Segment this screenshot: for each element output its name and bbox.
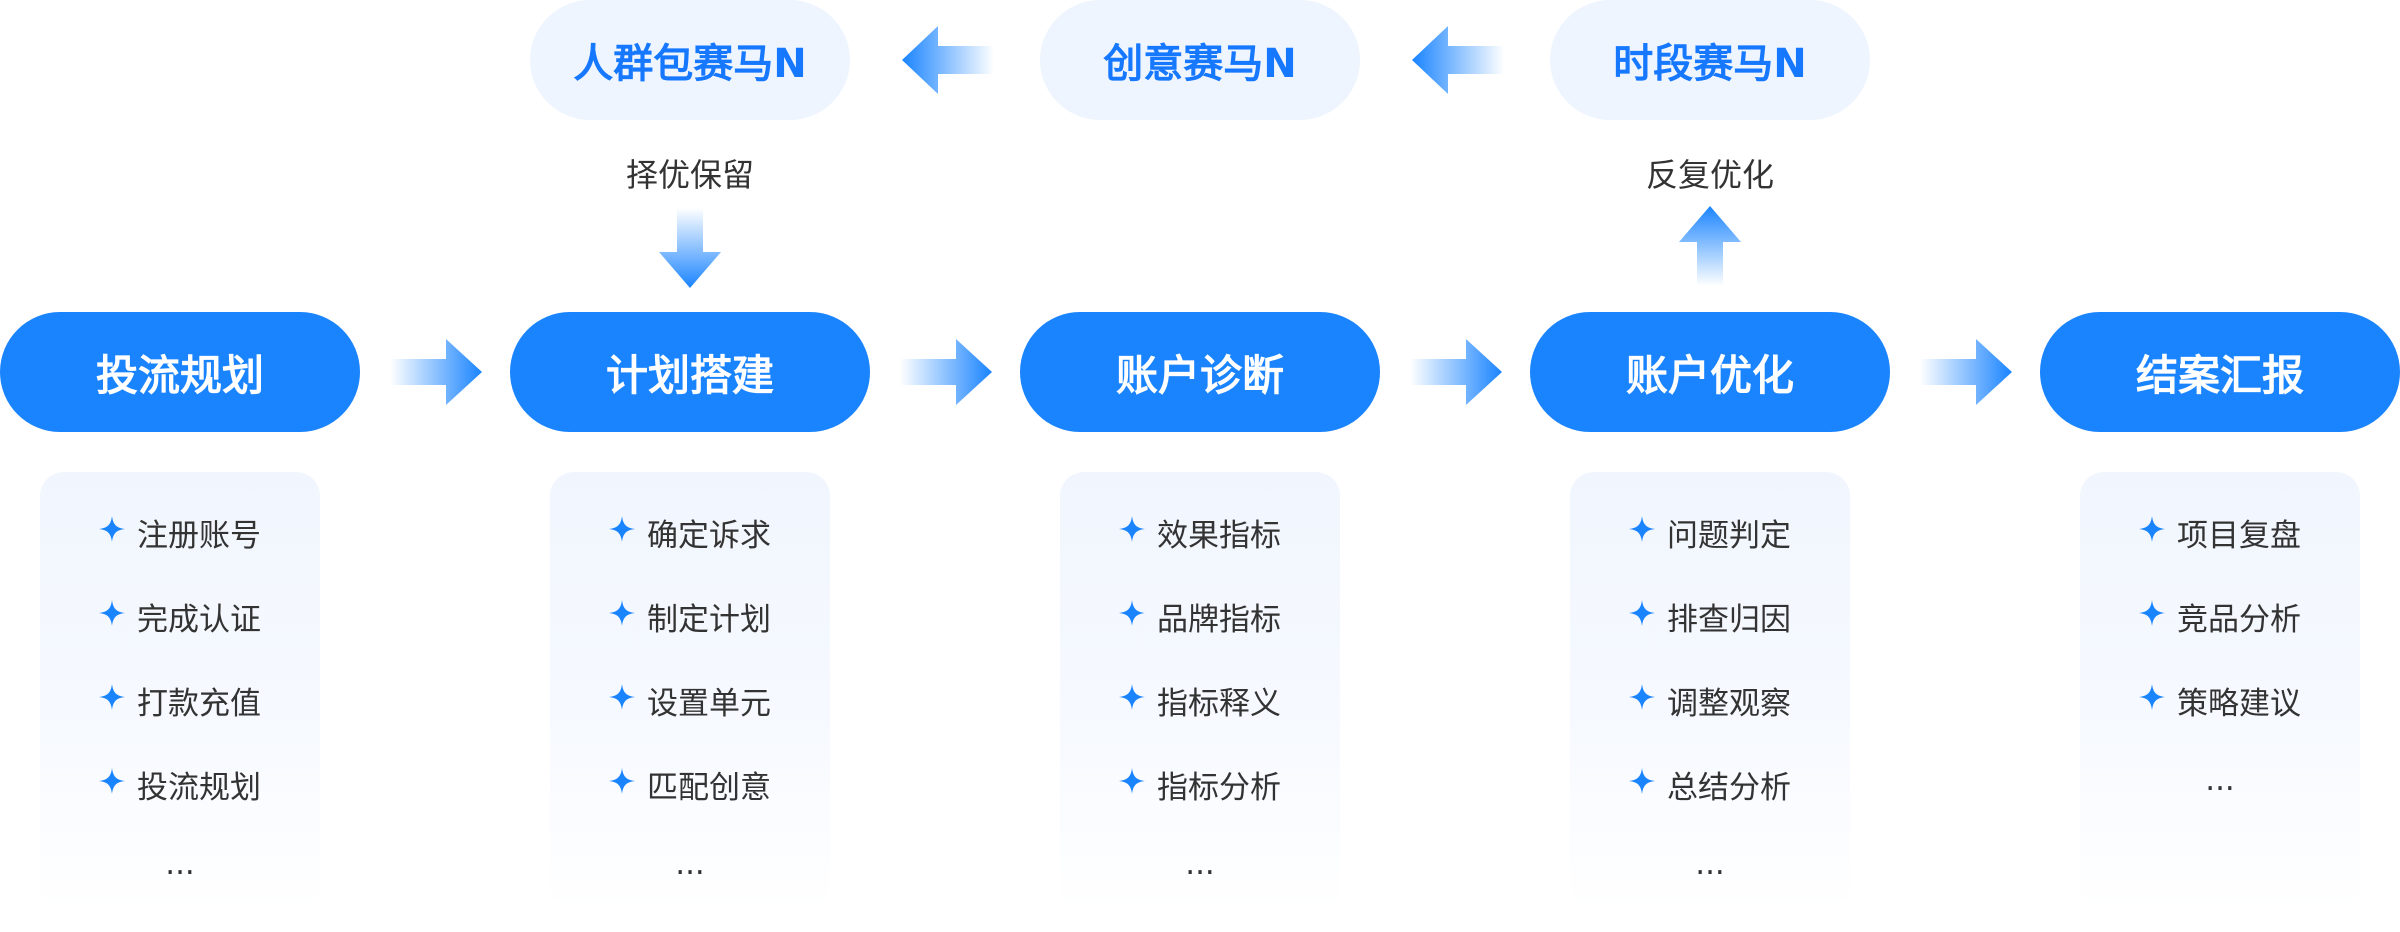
list-item: 竞品分析 <box>2080 594 2360 678</box>
list-item: 注册账号 <box>40 510 320 594</box>
list-item: 排查归因 <box>1570 594 1850 678</box>
stage-pill-account-diagnosis: 账户诊断 <box>1020 312 1380 432</box>
list-item: 确定诉求 <box>550 510 830 594</box>
task-card-account-optimization: 问题判定 排查归因 调整观察 总结分析 ... <box>1570 472 1850 912</box>
list-item: 调整观察 <box>1570 678 1850 762</box>
task-item-label: 制定计划 <box>647 602 771 638</box>
more-ellipsis: ... <box>675 846 705 882</box>
star-bullet-icon <box>609 516 635 542</box>
star-bullet-icon <box>609 768 635 794</box>
star-bullet-icon <box>99 684 125 710</box>
more-ellipsis: ... <box>1185 846 1215 882</box>
star-bullet-icon <box>99 600 125 626</box>
list-item: 项目复盘 <box>2080 510 2360 594</box>
star-bullet-icon <box>99 768 125 794</box>
arrow-up-icon <box>1679 206 1741 286</box>
task-list: 确定诉求 制定计划 设置单元 匹配创意 <box>550 472 830 846</box>
repeat-optimize-label: 反复优化 <box>1645 156 1774 194</box>
list-item: 指标分析 <box>1060 762 1340 846</box>
task-list: 效果指标 品牌指标 指标释义 指标分析 <box>1060 472 1340 846</box>
list-item: 制定计划 <box>550 594 830 678</box>
list-item: 打款充值 <box>40 678 320 762</box>
star-bullet-icon <box>1119 600 1145 626</box>
list-item: 指标释义 <box>1060 678 1340 762</box>
list-item: 设置单元 <box>550 678 830 762</box>
task-item-label: 品牌指标 <box>1157 602 1281 638</box>
task-item-label: 项目复盘 <box>2177 518 2301 554</box>
task-item-label: 排查归因 <box>1667 602 1791 638</box>
task-item-label: 策略建议 <box>2177 686 2301 722</box>
list-item: 匹配创意 <box>550 762 830 846</box>
star-bullet-icon <box>1119 684 1145 710</box>
list-item: 总结分析 <box>1570 762 1850 846</box>
task-card-account-diagnosis: 效果指标 品牌指标 指标释义 指标分析 ... <box>1060 472 1340 912</box>
star-bullet-icon <box>99 516 125 542</box>
star-bullet-icon <box>1629 684 1655 710</box>
arrow-right-icon <box>390 339 482 405</box>
task-item-label: 指标分析 <box>1157 770 1281 806</box>
task-card-plan-build: 确定诉求 制定计划 设置单元 匹配创意 ... <box>550 472 830 912</box>
arrow-right-icon <box>900 339 992 405</box>
task-item-label: 指标释义 <box>1157 686 1281 722</box>
task-item-label: 竞品分析 <box>2177 602 2301 638</box>
star-bullet-icon <box>2139 516 2165 542</box>
task-item-label: 打款充值 <box>137 686 261 722</box>
stage-pill-account-optimization: 账户优化 <box>1530 312 1890 432</box>
stage-pill-final-report: 结案汇报 <box>2040 312 2400 432</box>
audience-race-pill: 人群包赛马N <box>530 0 850 120</box>
task-item-label: 确定诉求 <box>647 518 771 554</box>
task-card-traffic-planning: 注册账号 完成认证 打款充值 投流规划 ... <box>40 472 320 912</box>
stage-pill-plan-build: 计划搭建 <box>510 312 870 432</box>
task-item-label: 匹配创意 <box>647 770 771 806</box>
star-bullet-icon <box>1119 768 1145 794</box>
list-item: 策略建议 <box>2080 678 2360 762</box>
task-item-label: 完成认证 <box>137 602 261 638</box>
task-card-final-report: 项目复盘 竞品分析 策略建议 ... <box>2080 472 2360 912</box>
arrow-left-icon <box>1412 26 1504 94</box>
stage-pill-traffic-planning: 投流规划 <box>0 312 360 432</box>
task-item-label: 效果指标 <box>1157 518 1281 554</box>
star-bullet-icon <box>1629 768 1655 794</box>
task-list: 注册账号 完成认证 打款充值 投流规划 <box>40 472 320 846</box>
list-item: 问题判定 <box>1570 510 1850 594</box>
arrow-left-icon <box>902 26 994 94</box>
star-bullet-icon <box>1119 516 1145 542</box>
creative-race-pill: 创意赛马N <box>1040 0 1360 120</box>
task-item-label: 投流规划 <box>137 770 261 806</box>
task-list: 问题判定 排查归因 调整观察 总结分析 <box>1570 472 1850 846</box>
task-item-label: 调整观察 <box>1667 686 1791 722</box>
task-item-label: 注册账号 <box>137 518 261 554</box>
list-item: 完成认证 <box>40 594 320 678</box>
star-bullet-icon <box>1629 516 1655 542</box>
star-bullet-icon <box>2139 600 2165 626</box>
more-ellipsis: ... <box>165 846 195 882</box>
task-item-label: 总结分析 <box>1667 770 1791 806</box>
task-item-label: 设置单元 <box>647 686 771 722</box>
list-item: 效果指标 <box>1060 510 1340 594</box>
more-ellipsis: ... <box>1695 846 1725 882</box>
more-ellipsis: ... <box>2205 762 2235 798</box>
arrow-down-icon <box>659 208 721 288</box>
task-item-label: 问题判定 <box>1667 518 1791 554</box>
star-bullet-icon <box>609 600 635 626</box>
arrow-right-icon <box>1410 339 1502 405</box>
task-list: 项目复盘 竞品分析 策略建议 <box>2080 472 2360 762</box>
star-bullet-icon <box>1629 600 1655 626</box>
star-bullet-icon <box>2139 684 2165 710</box>
arrow-right-icon <box>1920 339 2012 405</box>
list-item: 投流规划 <box>40 762 320 846</box>
list-item: 品牌指标 <box>1060 594 1340 678</box>
keep-best-label: 择优保留 <box>625 156 754 194</box>
timeslot-race-pill: 时段赛马N <box>1550 0 1870 120</box>
star-bullet-icon <box>609 684 635 710</box>
